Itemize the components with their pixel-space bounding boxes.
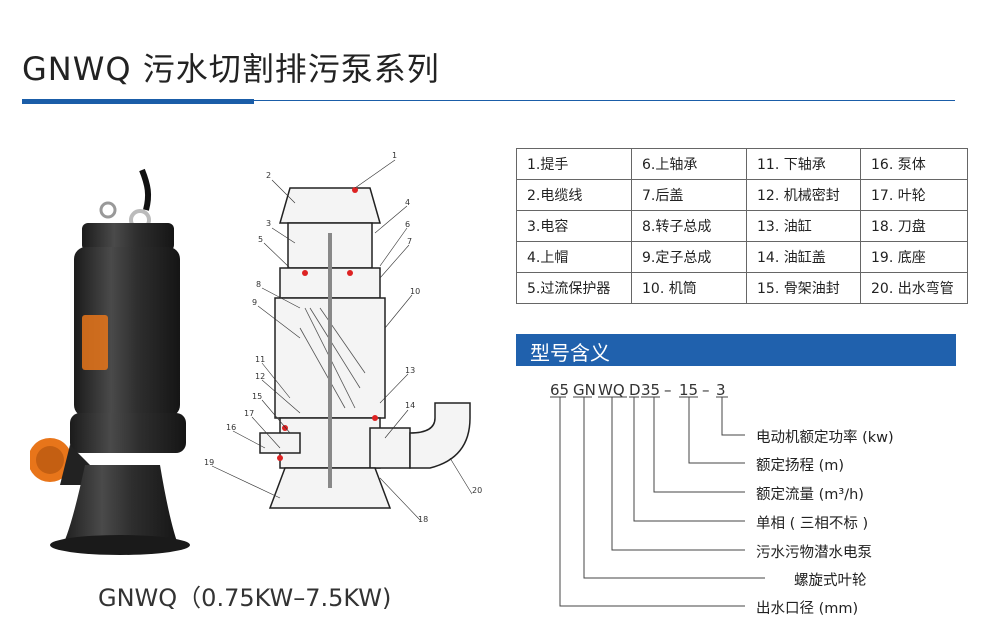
code-part-wq: WQ: [598, 381, 625, 399]
cross-section-diagram: 1 2 3 4 5 6 7 8 9 10 11 12 13 14 15 16 1…: [204, 151, 482, 524]
callout-11: 11: [255, 355, 265, 364]
title-rule-accent: [22, 99, 254, 104]
table-cell: 15. 骨架油封: [746, 272, 861, 304]
callout-1: 1: [392, 151, 397, 160]
pump-photo: [30, 168, 190, 555]
code-part-gn: GN: [573, 381, 596, 399]
callout-19: 19: [204, 458, 214, 467]
table-cell: 1.提手: [516, 148, 632, 180]
callout-5: 5: [258, 235, 263, 244]
callout-10: 10: [410, 287, 420, 296]
code-part-power: 3: [716, 381, 726, 399]
callout-8: 8: [256, 280, 261, 289]
table-cell: 4.上帽: [516, 241, 632, 273]
callout-15: 15: [252, 392, 262, 401]
table-row: 2.电缆线 7.后盖 12. 机械密封 17. 叶轮: [516, 179, 968, 211]
callout-18: 18: [418, 515, 428, 524]
callout-13: 13: [405, 366, 415, 375]
code-dash: –: [664, 381, 672, 399]
callout-20: 20: [472, 486, 482, 495]
code-part-head: 15: [679, 381, 699, 399]
page-title: GNWQ 污水切割排污泵系列: [22, 50, 440, 88]
code-dash: –: [702, 381, 710, 399]
table-row: 1.提手 6.上轴承 11. 下轴承 16. 泵体: [516, 148, 968, 180]
product-caption: GNWQ（0.75KW–7.5KW): [98, 584, 392, 612]
table-cell: 14. 油缸盖: [746, 241, 861, 273]
code-part-diameter: 65: [550, 381, 570, 399]
table-cell: 18. 刀盘: [860, 210, 968, 242]
callout-14: 14: [405, 401, 415, 410]
callout-12: 12: [255, 372, 265, 381]
code-part-phase: D: [629, 381, 641, 399]
table-cell: 10. 机筒: [631, 272, 747, 304]
callout-4: 4: [405, 198, 410, 207]
table-cell: 6.上轴承: [631, 148, 747, 180]
title-rule: [22, 100, 955, 101]
table-cell: 16. 泵体: [860, 148, 968, 180]
model-heading: 型号含义: [530, 341, 610, 365]
table-cell: 13. 油缸: [746, 210, 861, 242]
model-heading-bar: 型号含义: [516, 334, 956, 366]
callout-2: 2: [266, 171, 271, 180]
meaning-flow: 额定流量 (m³/h): [756, 487, 864, 503]
table-cell: 12. 机械密封: [746, 179, 861, 211]
callout-7: 7: [407, 237, 412, 246]
table-cell: 20. 出水弯管: [860, 272, 968, 304]
code-part-flow: 35: [641, 381, 661, 399]
callout-9: 9: [252, 298, 257, 307]
meaning-type: 污水污物潜水电泵: [756, 545, 872, 561]
callout-6: 6: [405, 220, 410, 229]
meaning-power: 电动机额定功率 (kw): [756, 430, 894, 446]
table-cell: 5.过流保护器: [516, 272, 632, 304]
meaning-diameter: 出水口径 (mm): [756, 601, 859, 617]
callout-3: 3: [266, 219, 271, 228]
meaning-impeller: 螺旋式叶轮: [794, 573, 867, 589]
table-row: 5.过流保护器 10. 机筒 15. 骨架油封 20. 出水弯管: [516, 272, 968, 304]
callout-16: 16: [226, 423, 236, 432]
table-cell: 7.后盖: [631, 179, 747, 211]
callout-17: 17: [244, 409, 254, 418]
meaning-phase: 单相 ( 三相不标 ): [756, 516, 869, 532]
parts-table: 1.提手 6.上轴承 11. 下轴承 16. 泵体 2.电缆线 7.后盖 12.…: [516, 148, 968, 304]
meaning-head: 额定扬程 (m): [756, 458, 845, 474]
